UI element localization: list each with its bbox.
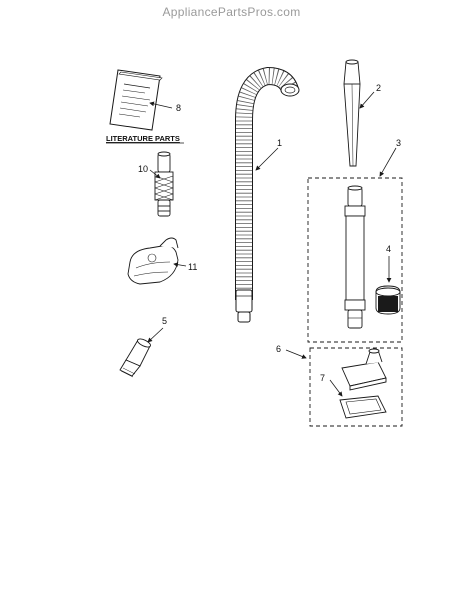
- dusting-brush: [119, 338, 151, 378]
- floor-tool: [341, 348, 387, 391]
- callout-7: 7: [320, 373, 325, 383]
- turbo-brush: [127, 237, 179, 285]
- callout-5: 5: [162, 316, 167, 326]
- callout-11: 11: [188, 262, 197, 272]
- leader-line-11: [173, 262, 187, 268]
- callout-4: 4: [386, 244, 391, 254]
- literature-parts-label: LITERATURE PARTS: [106, 134, 180, 143]
- leader-line-2: [359, 91, 375, 109]
- callout-3: 3: [396, 138, 401, 148]
- callout-8: 8: [176, 103, 181, 113]
- leader-line-3: [379, 147, 397, 177]
- floor-tool-group: [309, 347, 403, 427]
- leader-line-5: [147, 327, 164, 343]
- leader-line-6: [285, 349, 307, 359]
- leader-line-1: [255, 147, 279, 171]
- leader-line-10: [149, 169, 161, 179]
- floor-tool-strip: [339, 395, 387, 419]
- callout-1: 1: [277, 138, 282, 148]
- wand-collar: [375, 285, 401, 315]
- hose-adapter: [154, 151, 174, 217]
- flexible-hose: [235, 66, 300, 323]
- extension-wand: [344, 185, 366, 329]
- callout-6: 6: [276, 344, 281, 354]
- crevice-tool: [343, 59, 361, 167]
- manual-booklet: [109, 69, 163, 131]
- leader-line-8: [149, 101, 173, 109]
- watermark-text: AppliancePartsPros.com: [162, 5, 301, 19]
- wand-assembly-group: [307, 177, 403, 343]
- callout-2: 2: [376, 83, 381, 93]
- callout-10: 10: [138, 164, 148, 174]
- leader-line-7: [329, 379, 343, 397]
